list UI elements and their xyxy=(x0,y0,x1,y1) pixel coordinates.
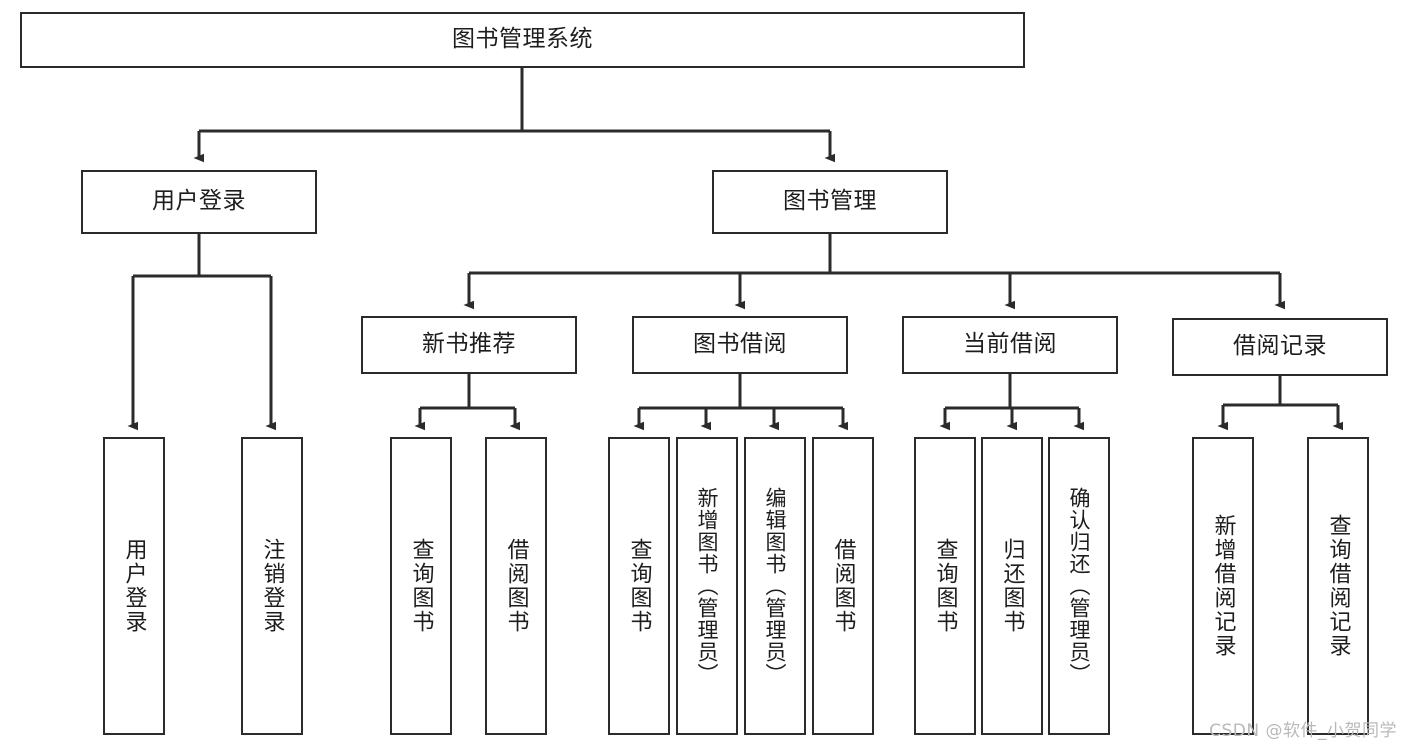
leaf-borrow-query-book[interactable]: 查询图书 xyxy=(608,437,670,735)
node-label: 当前借阅 xyxy=(963,331,1057,358)
leaf-new-book-borrow[interactable]: 借阅图书 xyxy=(485,437,547,735)
node-book-management[interactable]: 图书管理 xyxy=(712,170,948,234)
node-label: 新书推荐 xyxy=(422,331,516,358)
node-label: 用户登录 xyxy=(152,188,246,215)
leaf-borrow-add-book[interactable]: 新增图书（管理员） xyxy=(676,437,738,735)
node-label: 新增借阅记录 xyxy=(1210,514,1236,658)
leaf-borrow-edit-book[interactable]: 编辑图书（管理员） xyxy=(744,437,806,735)
node-label: 查询图书 xyxy=(932,538,958,634)
node-label: 确认归还（管理员） xyxy=(1067,487,1092,685)
leaf-record-add[interactable]: 新增借阅记录 xyxy=(1192,437,1254,735)
node-user-login[interactable]: 用户登录 xyxy=(81,170,317,234)
node-label: 用户登录 xyxy=(121,538,147,634)
leaf-user-logout[interactable]: 注销登录 xyxy=(241,437,303,735)
csdn-watermark: CSDN @软件_小贺同学 xyxy=(1209,721,1397,741)
node-label: 图书管理系统 xyxy=(452,26,593,53)
node-label: 借阅记录 xyxy=(1233,333,1327,360)
node-label: 归还图书 xyxy=(999,538,1025,634)
leaf-record-query[interactable]: 查询借阅记录 xyxy=(1307,437,1369,735)
node-root-system[interactable]: 图书管理系统 xyxy=(20,12,1025,68)
leaf-borrow-borrow-book[interactable]: 借阅图书 xyxy=(812,437,874,735)
node-label: 图书管理 xyxy=(783,188,877,215)
node-label: 图书借阅 xyxy=(693,331,787,358)
node-label: 新增图书（管理员） xyxy=(695,487,720,685)
node-book-borrow[interactable]: 图书借阅 xyxy=(632,316,848,374)
node-current-borrow[interactable]: 当前借阅 xyxy=(902,316,1118,374)
node-label: 查询借阅记录 xyxy=(1325,514,1351,658)
node-borrow-record[interactable]: 借阅记录 xyxy=(1172,318,1388,376)
leaf-new-book-query[interactable]: 查询图书 xyxy=(390,437,452,735)
node-label: 借阅图书 xyxy=(503,538,529,634)
node-label: 注销登录 xyxy=(259,538,285,634)
leaf-current-query-book[interactable]: 查询图书 xyxy=(914,437,976,735)
node-label: 编辑图书（管理员） xyxy=(763,487,788,685)
leaf-current-confirm-return[interactable]: 确认归还（管理员） xyxy=(1048,437,1110,735)
node-label: 查询图书 xyxy=(408,538,434,634)
node-label: 查询图书 xyxy=(626,538,652,634)
node-label: 借阅图书 xyxy=(830,538,856,634)
node-new-book-recommend[interactable]: 新书推荐 xyxy=(361,316,577,374)
leaf-current-return-book[interactable]: 归还图书 xyxy=(981,437,1043,735)
leaf-user-login[interactable]: 用户登录 xyxy=(103,437,165,735)
